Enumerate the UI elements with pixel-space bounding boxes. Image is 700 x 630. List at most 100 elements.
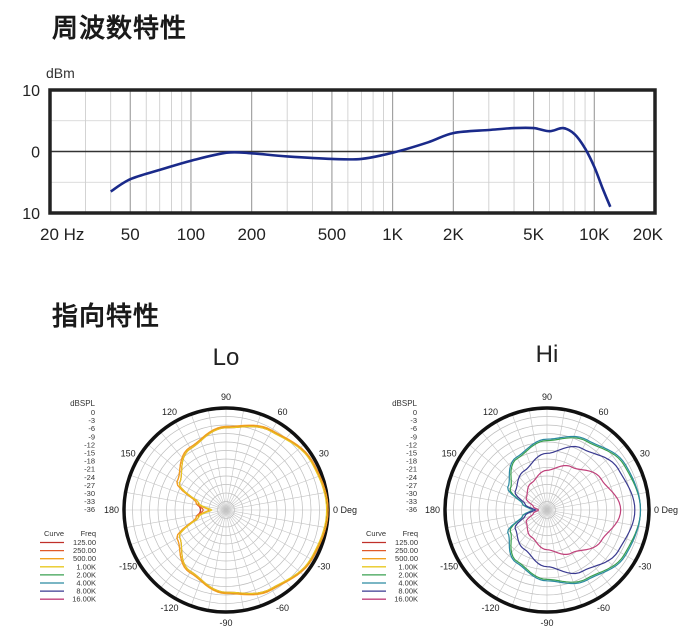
polar-angle-label: 60 [277, 407, 287, 417]
legend-freq-label: 4.00K [76, 579, 96, 588]
polar-r-tick-label: 0 [91, 408, 95, 417]
polar-r-tick-label: -3 [88, 416, 95, 425]
polar-series-line [176, 424, 329, 596]
freq-grid [50, 90, 655, 213]
legend-header-curve: Curve [44, 529, 64, 538]
polar-series-line [514, 445, 636, 575]
polar-r-tick-label: -33 [84, 497, 95, 506]
polar-angle-label: 120 [162, 407, 177, 417]
polar-r-tick-label: -6 [410, 424, 417, 433]
freq-ytick-label: 10 [22, 83, 40, 100]
polar-title: Hi [536, 341, 559, 368]
polar-angle-label: -150 [440, 562, 458, 572]
polar-angle-label: 120 [483, 407, 498, 417]
freq-xtick-label: 20K [633, 225, 664, 244]
polar-angle-label: 180 [425, 505, 440, 515]
freq-ytick-label: 10 [22, 206, 40, 223]
freq-plot-frame [48, 88, 657, 215]
polar-angle-label: -120 [481, 603, 499, 613]
polar-series-line [507, 435, 642, 585]
legend-header-freq: Freq [403, 529, 418, 538]
freq-xtick-label: 100 [177, 225, 205, 244]
legend-freq-label: 250.00 [395, 546, 418, 555]
polar-r-tick-label: -9 [410, 432, 417, 441]
polar-r-tick-label: -21 [84, 465, 95, 474]
freq-ytick-label: 0 [31, 145, 40, 162]
polar-angle-label: -90 [540, 618, 553, 628]
freq-xtick-label: 10K [579, 225, 610, 244]
polar-angle-label: 0 Deg [333, 505, 357, 515]
polar-r-tick-label: -24 [406, 473, 417, 482]
polar-r-tick-label: -27 [84, 481, 95, 490]
polar-series-line [178, 425, 328, 595]
polar-r-tick-label: -9 [88, 432, 95, 441]
polar-outer-ring [443, 406, 651, 614]
legend-freq-label: 8.00K [76, 587, 96, 596]
polar-r-tick-label: -12 [406, 440, 417, 449]
directivity-heading: 指向特性 [52, 302, 161, 332]
legend-freq-label: 1.00K [398, 562, 418, 571]
polar-series-line [525, 465, 622, 555]
polar-angle-label: -30 [638, 562, 651, 572]
polar-angle-label: 30 [640, 449, 650, 459]
polar-r-tick-label: -30 [406, 489, 417, 498]
polar-r-tick-label: -18 [84, 457, 95, 466]
polar-angle-label: 180 [104, 505, 119, 515]
polar-spoke [125, 491, 327, 529]
polar-angle-label: 30 [319, 449, 329, 459]
legend-header-curve: Curve [366, 529, 386, 538]
polar-angle-label: 150 [442, 449, 457, 459]
polar-r-axis-label: dBSPL [392, 399, 417, 408]
polar-r-tick-label: -30 [84, 489, 95, 498]
legend-freq-label: 500.00 [395, 554, 418, 563]
polar-spoke [446, 491, 648, 529]
freq-ylabel: dBm [46, 65, 75, 81]
polar-angle-label: 150 [121, 449, 136, 459]
freq-xtick-label: 1K [382, 225, 403, 244]
polar-r-tick-label: -36 [406, 505, 417, 514]
polar-r-tick-label: -27 [406, 481, 417, 490]
legend-freq-label: 125.00 [73, 538, 96, 547]
polar-r-tick-label: -15 [406, 449, 417, 458]
polar-angle-label: -60 [597, 603, 610, 613]
polar-angle-label: -120 [160, 603, 178, 613]
freq-xtick-label: 500 [318, 225, 346, 244]
polar-chart-lo: Lo 90 60 30 0 Deg -30 -60 -9 0 -120 -150 180 150 120 d… [40, 344, 357, 628]
polar-r-tick-label: -33 [406, 497, 417, 506]
legend-freq-label: 16.00K [72, 595, 96, 604]
legend-header-freq: Freq [81, 529, 96, 538]
freq-xtick-label: 5K [523, 225, 544, 244]
freq-response-line [109, 126, 612, 208]
freq-xtick-label: 200 [237, 225, 265, 244]
polar-r-axis-label: dBSPL [70, 399, 95, 408]
freq-xtick-label: 20 Hz [40, 225, 84, 244]
polar-r-tick-label: -15 [84, 449, 95, 458]
polar-r-tick-label: -21 [406, 465, 417, 474]
legend-freq-label: 2.00K [398, 570, 418, 579]
legend-freq-label: 4.00K [398, 579, 418, 588]
polar-r-tick-label: -18 [406, 457, 417, 466]
freq-xtick-label: 2K [443, 225, 464, 244]
polar-r-tick-label: -24 [84, 473, 95, 482]
legend-freq-label: 250.00 [73, 546, 96, 555]
polar-angle-label: 0 Deg [654, 505, 678, 515]
legend-freq-label: 125.00 [395, 538, 418, 547]
legend-freq-label: 16.00K [394, 595, 418, 604]
polar-angle-label: -30 [317, 562, 330, 572]
polar-title: Lo [213, 344, 240, 371]
polar-r-tick-label: -36 [84, 505, 95, 514]
polar-r-tick-label: -12 [84, 440, 95, 449]
legend-freq-label: 1.00K [76, 562, 96, 571]
polar-angle-label: 90 [221, 392, 231, 402]
freq-response-heading: 周波数特性 [52, 14, 188, 44]
polar-angle-label: -60 [276, 603, 289, 613]
polar-r-tick-label: 0 [413, 408, 417, 417]
legend-freq-label: 8.00K [398, 587, 418, 596]
polar-r-tick-label: -3 [410, 416, 417, 425]
polar-r-tick-label: -6 [88, 424, 95, 433]
polar-angle-label: 60 [598, 407, 608, 417]
polar-angle-label: -150 [119, 562, 137, 572]
